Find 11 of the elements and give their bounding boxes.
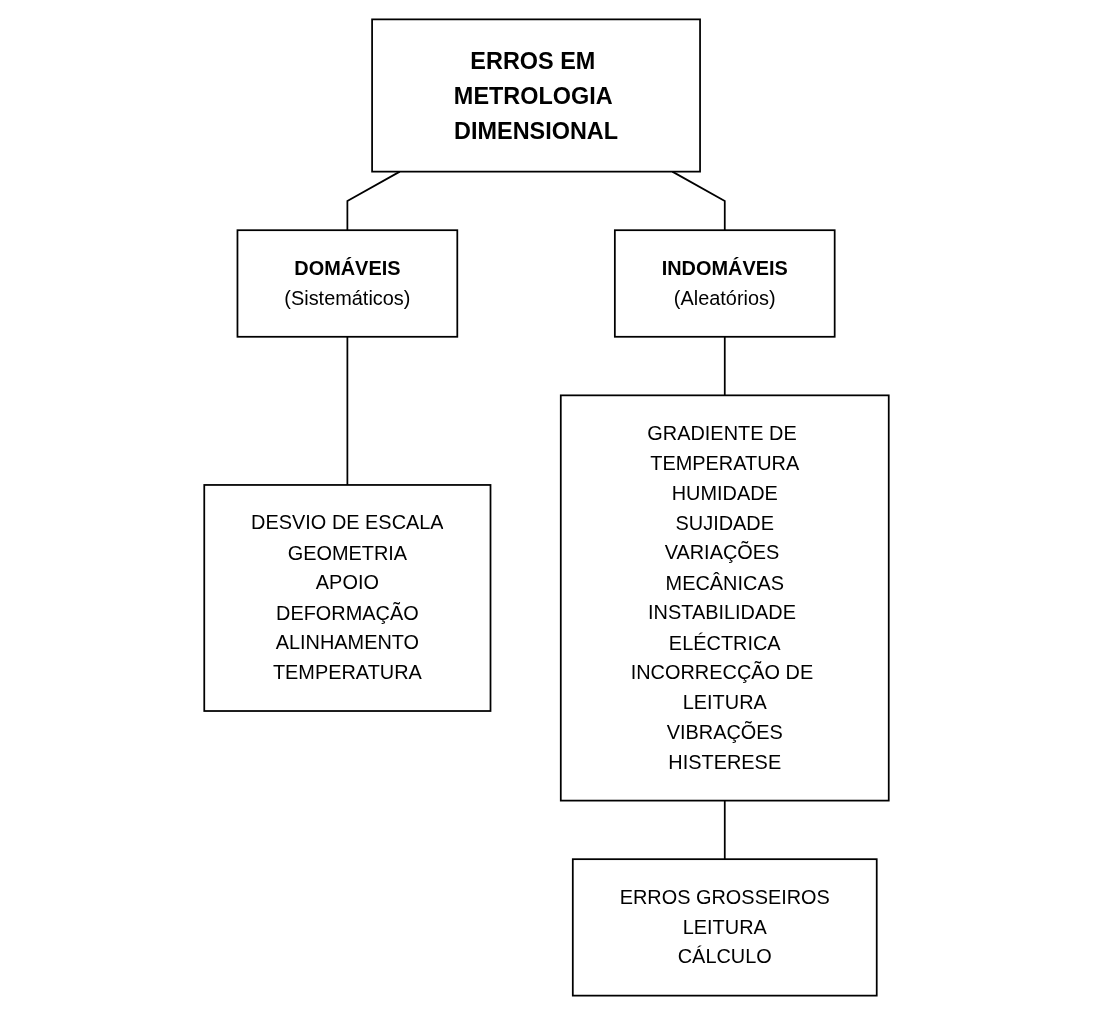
connector [723, 335, 726, 397]
connector [723, 799, 726, 861]
node-box: GRADIENTE DE TEMPERATURA HUMIDADE SUJIDADE VARIAÇÕES MECÂNICAS INSTABILIDADE ELÉCTRICA INCORRECÇÃO DE LEITURA VIBRAÇÕES HISTERESE [559, 394, 890, 802]
node-box: DESVIO DE ESCALA GEOMETRIA APOIO DEFORMAÇÃO ALINHAMENTO TEMPERATURA [203, 484, 492, 712]
node-box: ERROS GROSSEIROS LEITURA CÁLCULO [571, 858, 878, 997]
connector [671, 170, 726, 232]
connector [346, 170, 401, 232]
node-box: INDOMÁVEIS (Aleatórios) [613, 229, 836, 338]
node-box: DOMÁVEIS (Sistemáticos) [236, 229, 459, 338]
connector [346, 335, 349, 486]
node-box: ERROS EM METROLOGIA DIMENSIONAL [371, 18, 701, 173]
